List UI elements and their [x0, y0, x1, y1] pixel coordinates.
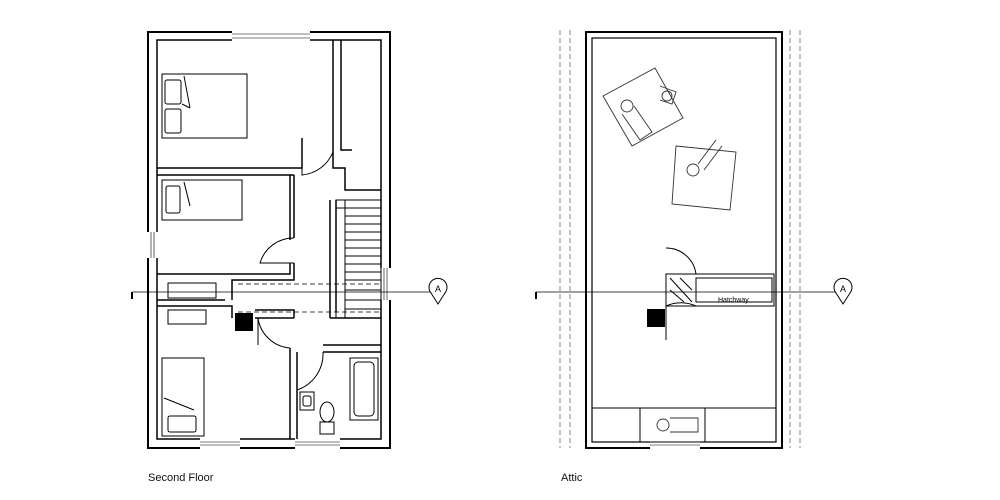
- attic-bench: [591, 407, 777, 443]
- double-bed: [161, 73, 248, 139]
- single-bed-top: [161, 179, 243, 221]
- attic-hatchway: [665, 247, 775, 340]
- bathtub: [349, 357, 379, 421]
- desk-top: [167, 282, 217, 299]
- attic-plan: [559, 30, 801, 450]
- section-marker-right: A: [833, 277, 853, 305]
- single-bed-bottom: [161, 357, 205, 437]
- second-floor-chimney: [235, 313, 253, 331]
- second-floor-doors: [257, 138, 334, 391]
- second-floor-outer-walls: [146, 30, 392, 450]
- attic-caption: Attic: [561, 472, 583, 484]
- attic-outer-walls: [585, 31, 783, 450]
- second-floor-furniture: [161, 73, 379, 437]
- section-line-second-floor: [131, 291, 432, 299]
- sink: [299, 391, 315, 411]
- second-floor-plan: [146, 30, 392, 450]
- section-marker-left: A: [428, 277, 448, 305]
- attic-figures: [602, 67, 737, 433]
- attic-eaves-dashed: [559, 30, 801, 448]
- section-marker-left-label: A: [435, 284, 441, 294]
- desk-bottom: [167, 309, 207, 325]
- section-line-attic: [535, 291, 836, 299]
- toilet: [319, 401, 335, 435]
- second-floor-hidden-lines: [238, 283, 381, 313]
- second-floor-staircase: [335, 199, 382, 319]
- hatchway-label: Hatchway: [718, 297, 749, 304]
- attic-chimney: [647, 309, 665, 327]
- section-marker-right-label: A: [840, 284, 846, 294]
- second-floor-caption: Second Floor: [148, 472, 214, 484]
